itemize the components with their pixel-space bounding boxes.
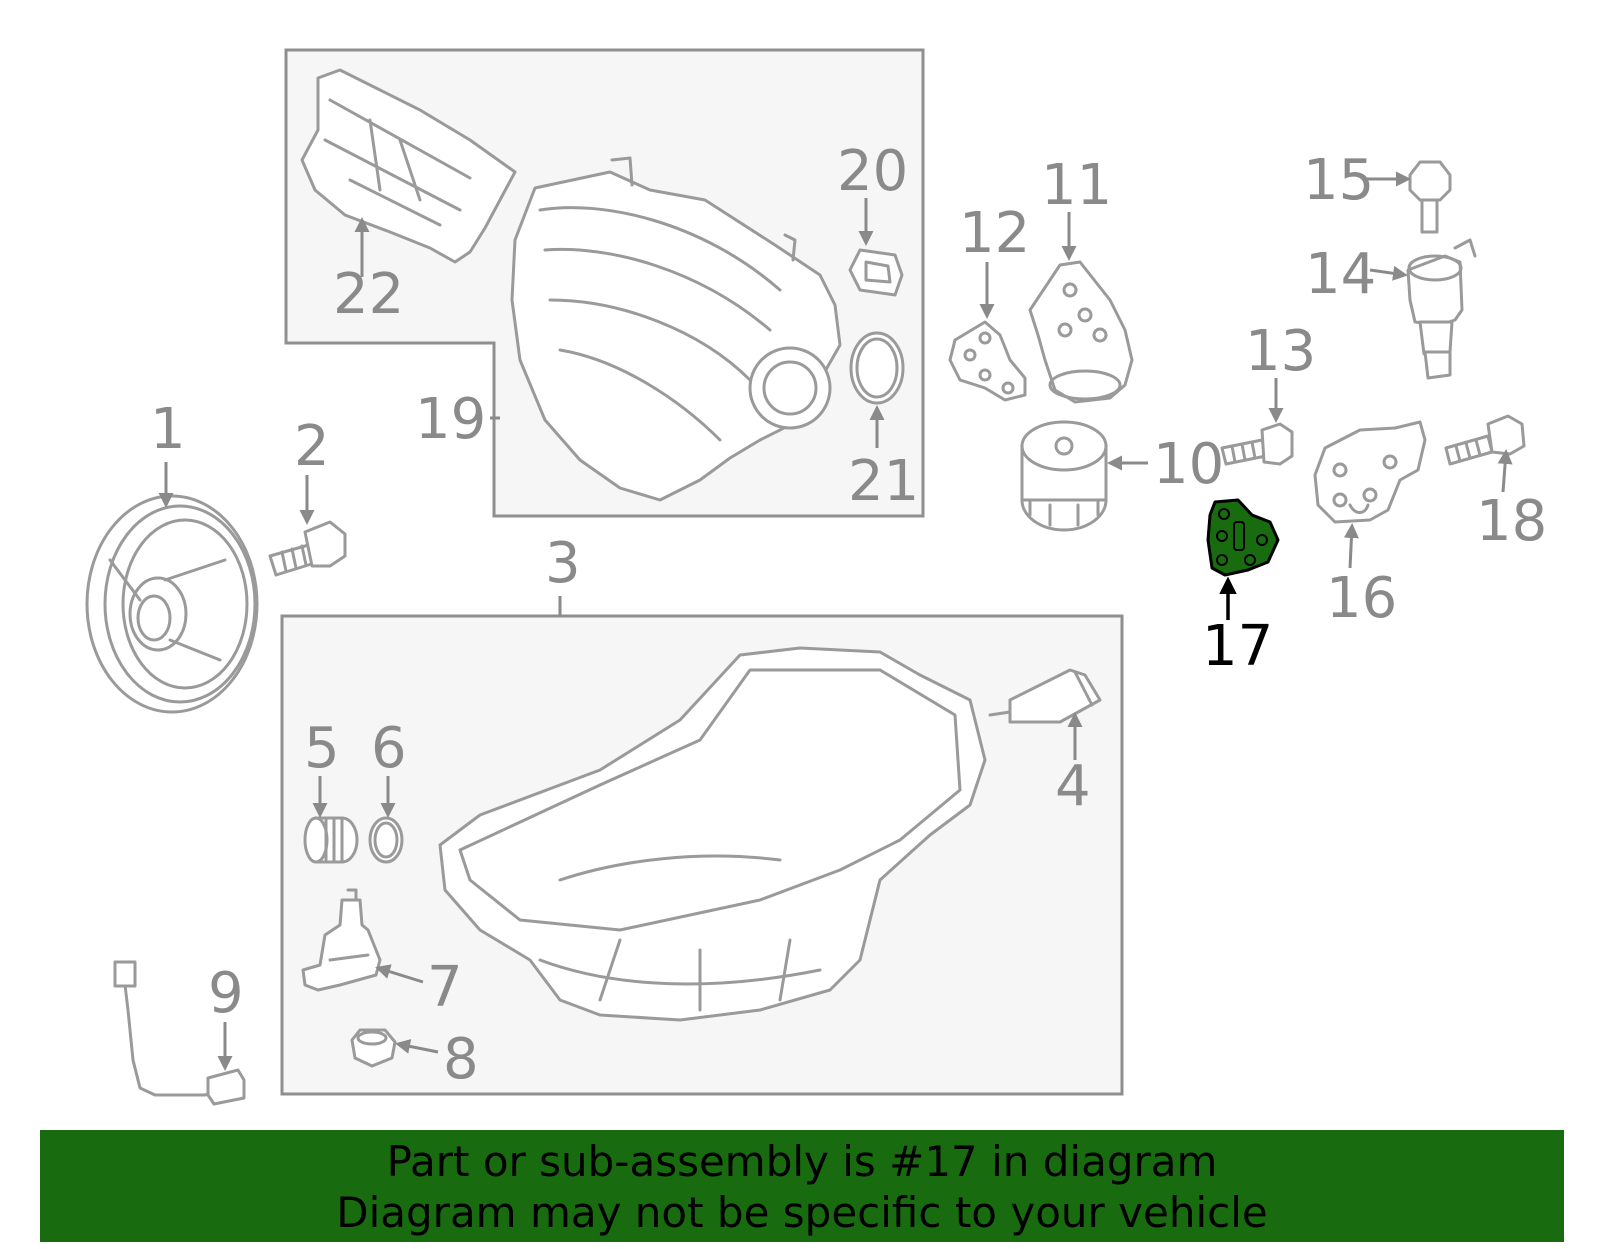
callout-11[interactable]: 11 [1041, 153, 1112, 218]
bolt-part-15[interactable] [1408, 160, 1452, 234]
callout-4[interactable]: 4 [1055, 754, 1091, 819]
arrow-16 [1343, 523, 1359, 569]
valve-body-part-16[interactable] [1313, 420, 1427, 524]
callout-12[interactable]: 12 [959, 201, 1030, 266]
callout-9[interactable]: 9 [208, 961, 244, 1026]
dipstick-tube-part-4[interactable] [988, 668, 1102, 724]
callout-6[interactable]: 6 [371, 716, 407, 781]
oil-filter-housing-part-11[interactable] [1028, 260, 1134, 404]
gasket-part-12[interactable] [948, 320, 1027, 402]
o-ring-part-21[interactable] [849, 331, 905, 405]
crankshaft-pulley-part-1[interactable] [85, 494, 259, 714]
callout-1[interactable]: 1 [150, 397, 186, 462]
oil-level-sensor-part-7[interactable] [301, 888, 382, 992]
callout-19[interactable]: 19 [415, 387, 486, 452]
oil-pressure-sensor-part-9[interactable] [113, 960, 246, 1106]
oil-filter-part-10[interactable] [1020, 420, 1108, 532]
arrow-14 [1369, 265, 1408, 281]
callout-16[interactable]: 16 [1326, 566, 1397, 631]
engine-cover-part-22[interactable] [300, 68, 517, 264]
plug-part-5[interactable] [303, 816, 359, 864]
callout-2[interactable]: 2 [294, 414, 330, 479]
callout-10[interactable]: 10 [1153, 432, 1224, 497]
callout-5[interactable]: 5 [304, 716, 340, 781]
intake-manifold-part-19[interactable] [510, 156, 842, 502]
gasket-part-20[interactable] [848, 248, 904, 297]
callout-21[interactable]: 21 [848, 449, 919, 514]
arrow-7 [375, 964, 424, 984]
arrow-8 [395, 1038, 439, 1054]
gasket-part-17-highlighted[interactable] [1206, 498, 1280, 577]
callout-17[interactable]: 17 [1202, 614, 1273, 679]
callout-18[interactable]: 18 [1476, 489, 1547, 554]
bolt-part-18[interactable] [1444, 414, 1526, 466]
washer-part-6[interactable] [368, 816, 404, 864]
callout-3[interactable]: 3 [545, 531, 581, 596]
solenoid-part-14[interactable] [1406, 238, 1477, 380]
callout-13[interactable]: 13 [1245, 319, 1316, 384]
callout-15[interactable]: 15 [1303, 148, 1374, 213]
oil-pan-part-3[interactable] [438, 646, 987, 1022]
callout-20[interactable]: 20 [837, 139, 908, 204]
callout-22[interactable]: 22 [333, 262, 404, 327]
callout-14[interactable]: 14 [1305, 242, 1376, 307]
notice-banner: Part or sub-assembly is #17 in diagram D… [40, 1130, 1564, 1242]
callout-7[interactable]: 7 [427, 955, 463, 1020]
banner-line-1: Part or sub-assembly is #17 in diagram [386, 1137, 1218, 1186]
drain-plug-part-8[interactable] [350, 1028, 397, 1068]
bolt-part-13[interactable] [1220, 422, 1294, 466]
banner-line-2: Diagram may not be specific to your vehi… [336, 1188, 1268, 1237]
arrow-18 [1497, 449, 1513, 493]
callout-8[interactable]: 8 [443, 1027, 479, 1092]
bolt-part-2[interactable] [268, 520, 347, 577]
